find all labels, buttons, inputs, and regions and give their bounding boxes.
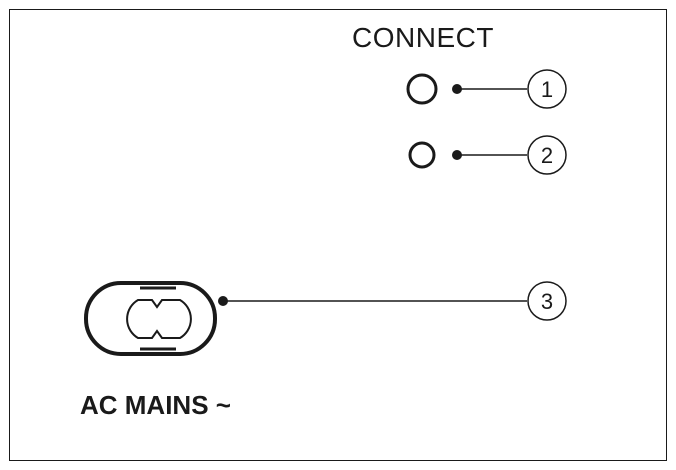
callout-3: 3 — [527, 281, 567, 321]
callout-number-2: 2 — [541, 143, 553, 168]
socket-inner-outline — [126, 299, 192, 339]
callout-leader-3 — [218, 296, 527, 306]
callout-number-3: 3 — [541, 289, 553, 314]
callout-leader-2 — [452, 150, 527, 160]
ac-mains-label: AC MAINS ~ — [80, 390, 231, 420]
connect-indicator-1 — [406, 73, 438, 105]
callout-number-1: 1 — [541, 77, 553, 102]
callout-1: 1 — [527, 69, 567, 109]
callout-2: 2 — [527, 135, 567, 175]
callout-leader-1 — [452, 84, 527, 94]
connect-label: CONNECT — [352, 22, 494, 53]
ac-mains-socket — [84, 281, 217, 356]
connect-indicator-2 — [408, 141, 436, 169]
